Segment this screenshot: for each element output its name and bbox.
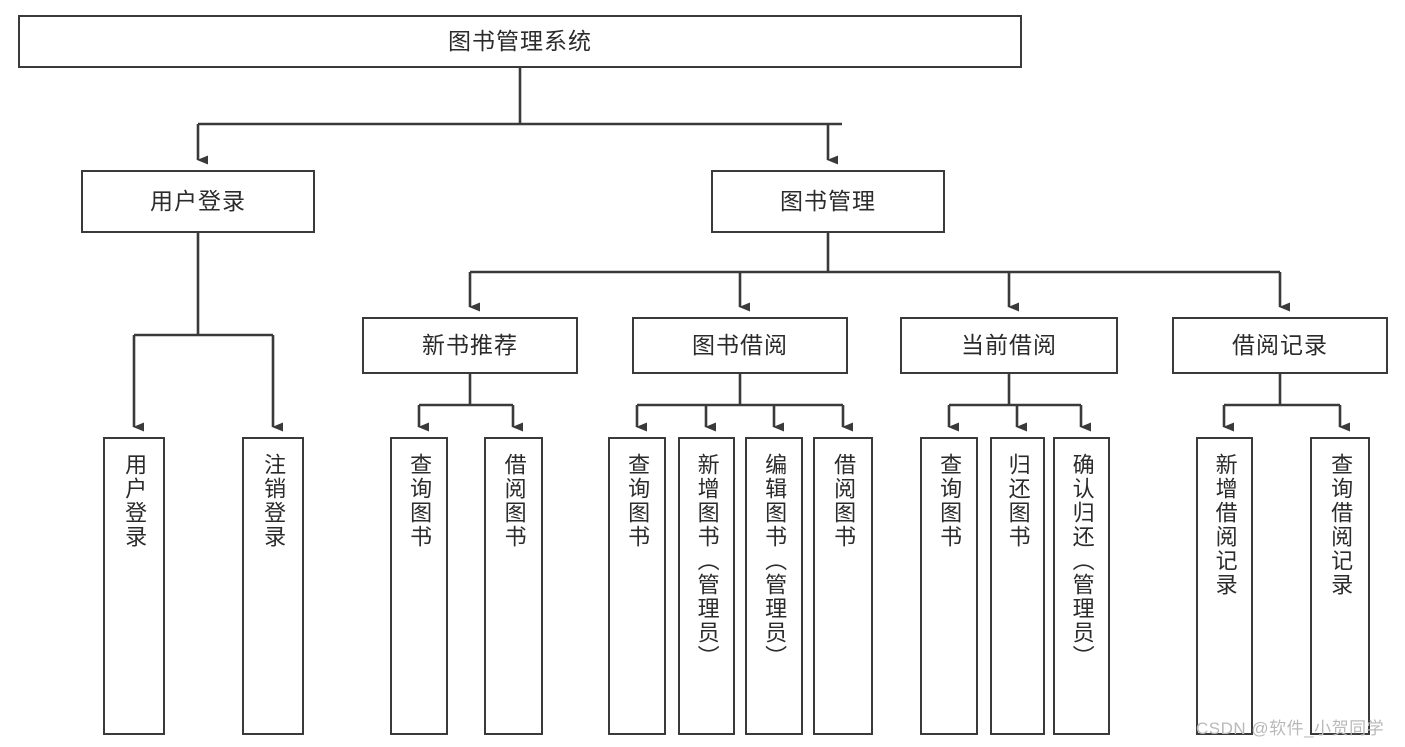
node-label: 图书借阅 [692,331,788,358]
edges-borrow-record-to-leaves [1222,374,1350,432]
leaf-new-book-query-book[interactable]: 查询图书 [390,437,448,735]
node-new-book-recommend[interactable]: 新书推荐 [362,317,578,374]
node-label: 用户登录 [150,187,246,214]
leaf-book-borrow-add-book-admin[interactable]: 新增图书（管理员） [678,437,735,735]
edges-new-book-to-leaves [417,374,523,432]
node-label: 查询图书 [937,453,963,549]
edges-book-borrow-to-leaves [635,374,853,432]
leaf-current-borrow-query-book[interactable]: 查询图书 [920,437,978,735]
leaf-new-book-borrow-book[interactable]: 借阅图书 [484,437,543,735]
node-label: 借阅图书 [501,453,527,549]
node-root-book-management-system[interactable]: 图书管理系统 [18,15,1022,68]
node-label: 借阅记录 [1232,331,1328,358]
leaf-book-borrow-edit-book-admin[interactable]: 编辑图书（管理员） [745,437,803,735]
node-label: 新书推荐 [422,331,518,358]
node-label: 归还图书 [1005,453,1031,549]
leaf-current-borrow-return-book[interactable]: 归还图书 [990,437,1045,735]
node-label: 编辑图书（管理员） [762,453,788,669]
edges-book-mgmt-to-level3 [468,233,1290,312]
node-label: 确认归还（管理员） [1069,453,1095,669]
node-label: 图书管理系统 [448,27,592,54]
node-borrow-record[interactable]: 借阅记录 [1172,317,1388,374]
leaf-book-borrow-query-book[interactable]: 查询图书 [608,437,666,735]
node-label: 用户登录 [122,453,148,549]
leaf-current-borrow-confirm-return-admin[interactable]: 确认归还（管理员） [1053,437,1110,735]
node-label: 图书管理 [780,187,876,214]
node-label: 新增图书（管理员） [694,453,720,669]
node-label: 查询图书 [407,453,433,549]
csdn-watermark: CSDN @软件_小贺同学 [1196,719,1385,738]
node-label: 新增借阅记录 [1212,453,1238,597]
leaf-user-login-login[interactable]: 用户登录 [103,437,165,735]
edges-root-to-level2 [196,68,842,165]
node-book-management[interactable]: 图书管理 [711,170,945,233]
edges-user-login-to-leaves [132,233,283,432]
leaf-borrow-record-add-record[interactable]: 新增借阅记录 [1196,437,1253,735]
node-label: 查询图书 [625,453,651,549]
node-current-borrow[interactable]: 当前借阅 [900,317,1118,374]
node-label: 注销登录 [261,453,287,549]
node-label: 查询借阅记录 [1328,453,1354,597]
leaf-book-borrow-borrow-book[interactable]: 借阅图书 [813,437,873,735]
node-label: 当前借阅 [961,331,1057,358]
leaf-user-login-logout[interactable]: 注销登录 [242,437,304,735]
leaf-borrow-record-query-record[interactable]: 查询借阅记录 [1310,437,1370,735]
node-label: 借阅图书 [831,453,857,549]
node-user-login[interactable]: 用户登录 [81,170,315,233]
edges-current-borrow-to-leaves [947,374,1091,432]
node-book-borrow[interactable]: 图书借阅 [632,317,848,374]
